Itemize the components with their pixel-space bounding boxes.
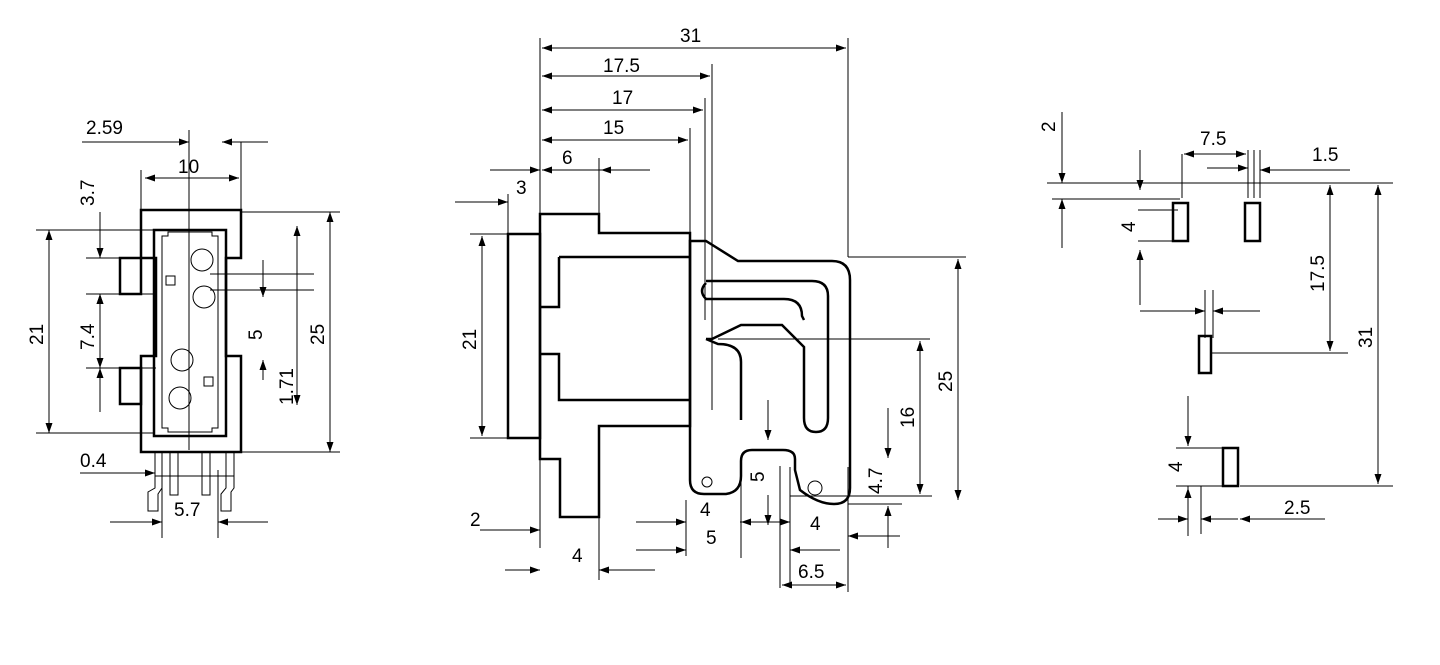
dim-5-horizontal: 5: [706, 528, 717, 549]
dim-17-5-middle: 17.5: [603, 56, 640, 77]
dim-15: 15: [603, 118, 624, 139]
dim-6-5: 6.5: [798, 562, 824, 583]
middle-view: 31 17.5 17 15 6 3 21 25 16 5 4.7 2 4 4 4…: [455, 26, 966, 592]
dim-10: 10: [178, 157, 199, 178]
dim-4-a: 4: [572, 546, 583, 567]
dim-2-right: 2: [1039, 121, 1060, 132]
dim-3-7: 3.7: [78, 180, 99, 206]
right-pad-rectangles: [1171, 201, 1262, 488]
dim-16: 16: [898, 407, 919, 428]
dim-2-59: 2.59: [86, 118, 123, 139]
dim-4-right-top: 4: [1119, 221, 1140, 232]
left-dimension-lines: [45, 138, 334, 526]
dim-4-right-bottom: 4: [1166, 461, 1187, 472]
dim-31-right: 31: [1356, 327, 1377, 348]
dim-4-b: 4: [700, 500, 711, 521]
middle-body-outline: [506, 212, 692, 519]
dim-0-4: 0.4: [80, 451, 107, 472]
dim-17: 17: [612, 88, 633, 109]
dim-5-left: 5: [246, 329, 267, 340]
dim-6: 6: [562, 148, 573, 169]
dim-21-left: 21: [27, 324, 48, 345]
dim-31-middle: 31: [680, 26, 701, 47]
left-pins: [147, 452, 235, 512]
middle-terminal-lug: [688, 239, 852, 506]
dim-17-5-right: 17.5: [1308, 255, 1329, 292]
dim-4-7: 4.7: [866, 468, 887, 494]
right-view: 2 7.5 1.5 4 17.5 31 4 2.5: [1039, 112, 1393, 536]
dim-7-5: 7.5: [1200, 129, 1226, 150]
dim-1-5: 1.5: [1312, 145, 1338, 166]
right-extension-lines: [1047, 150, 1393, 534]
left-contact-circles: [168, 248, 216, 410]
dim-5-7: 5.7: [174, 500, 200, 521]
right-dimension-labels: 2 7.5 1.5 4 17.5 31 4 2.5: [1039, 121, 1377, 519]
dim-3: 3: [516, 178, 527, 199]
dim-1-71: 1.71: [277, 368, 298, 405]
dim-2-5: 2.5: [1284, 498, 1310, 519]
left-body-outline: [118, 208, 243, 454]
right-dimension-lines: [1058, 112, 1382, 536]
left-extension-lines: [36, 130, 340, 538]
dim-5-vertical: 5: [748, 471, 769, 482]
dim-4-c: 4: [810, 514, 821, 535]
left-view: 2.59 10 3.7 21 7.4 5 1.71 25 0.4 5.7: [27, 118, 340, 538]
left-dimension-labels: 2.59 10 3.7 21 7.4 5 1.71 25 0.4 5.7: [27, 118, 329, 521]
dim-7-4: 7.4: [78, 323, 99, 350]
dim-25-middle: 25: [936, 371, 957, 392]
middle-dimension-lines: [455, 44, 962, 589]
middle-extension-lines: [470, 38, 966, 592]
dim-25-left: 25: [308, 324, 329, 345]
dim-21-middle: 21: [460, 329, 481, 350]
dim-2-middle: 2: [470, 510, 481, 531]
middle-dimension-labels: 31 17.5 17 15 6 3 21 25 16 5 4.7 2 4 4 4…: [460, 26, 957, 583]
